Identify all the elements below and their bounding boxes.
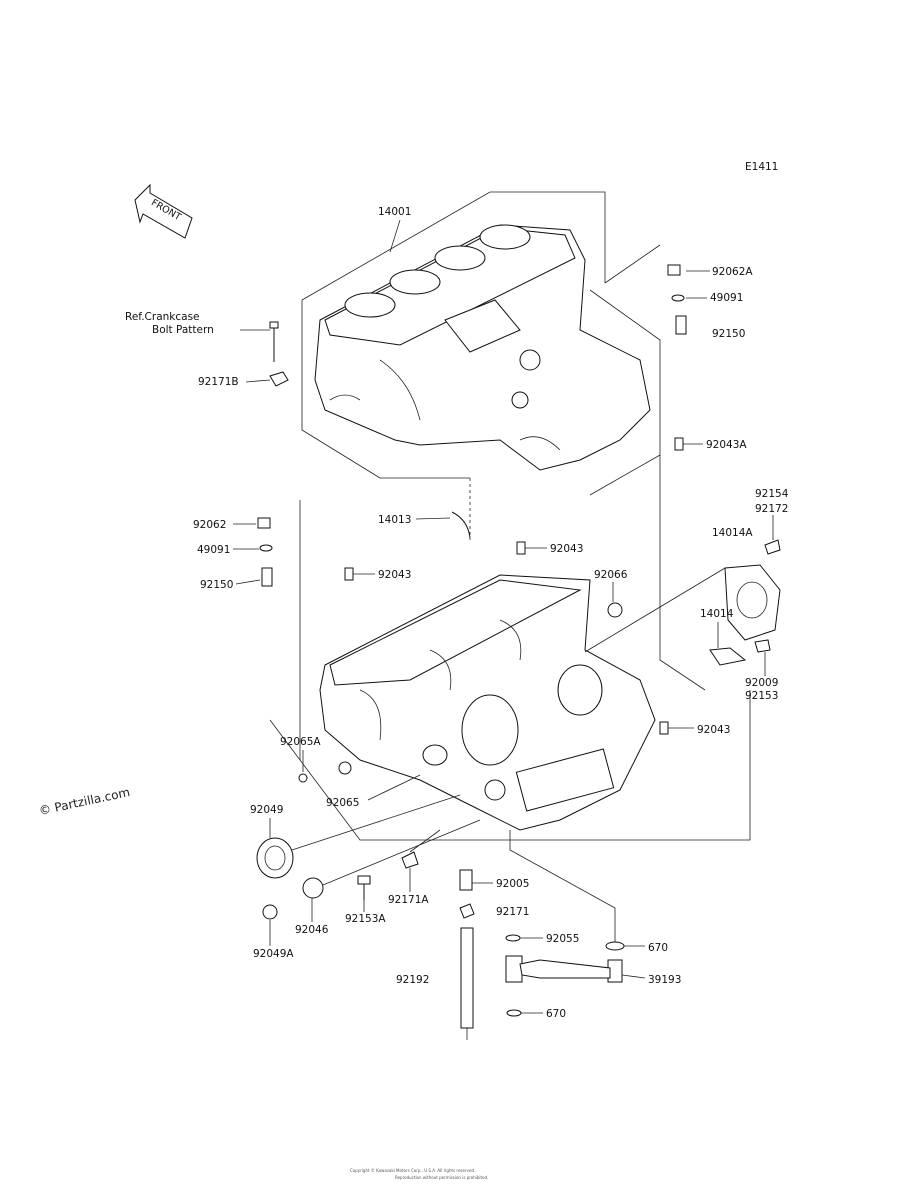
label-92171: 92171 (496, 906, 529, 918)
o-ring-icon (605, 941, 625, 951)
pipe-icon (460, 927, 474, 1029)
plug-icon (298, 773, 308, 783)
label-670-lower: 670 (546, 1008, 566, 1020)
label-92171B: 92171B (198, 376, 239, 388)
plug-icon (338, 761, 352, 775)
clamp-icon (401, 851, 419, 869)
label-92005: 92005 (496, 878, 529, 890)
label-92062A: 92062A (712, 266, 753, 278)
dowel-pin-icon (674, 437, 684, 451)
label-92046: 92046 (295, 924, 329, 936)
oil-pipe-icon (505, 955, 623, 983)
label-92066: 92066 (594, 569, 628, 581)
drain-bolt-assembly-icon (667, 264, 687, 335)
screw-icon (754, 639, 771, 653)
label-92009: 92009 (745, 677, 778, 689)
dowel-pin-icon (659, 721, 669, 735)
bolt-icon (357, 875, 371, 900)
label-14001: 14001 (378, 206, 411, 218)
label-14014A: 14014A (712, 527, 753, 539)
label-92065: 92065 (326, 797, 359, 809)
bracket-icon (709, 647, 747, 666)
label-49091-lower: 49091 (197, 544, 230, 556)
upper-group-bracket (301, 191, 606, 301)
dowel-pin-icon (516, 541, 526, 555)
label-49091-upper: 49091 (710, 292, 743, 304)
o-ring-icon (506, 1009, 522, 1017)
label-92153A: 92153A (345, 913, 386, 925)
plug-icon (607, 602, 623, 618)
label-92150-upper: 92150 (712, 328, 745, 340)
diagram-id: E1411 (745, 161, 778, 173)
label-92171A: 92171A (388, 894, 429, 906)
label-92049A: 92049A (253, 948, 294, 960)
label-670-upper: 670 (648, 942, 668, 954)
footer-line2: Reproduction without permission is prohi… (395, 1175, 488, 1180)
cover-plate-icon (724, 564, 781, 641)
label-92153: 92153 (745, 690, 778, 702)
label-92062: 92062 (193, 519, 226, 531)
label-92055: 92055 (546, 933, 579, 945)
label-92043-b: 92043 (378, 569, 411, 581)
label-92043-a: 92043 (550, 543, 583, 555)
label-92043-c: 92043 (697, 724, 730, 736)
upper-crankcase (314, 224, 651, 471)
label-39193: 39193 (648, 974, 681, 986)
seal-ring-icon (451, 511, 471, 539)
label-92043A: 92043A (706, 439, 747, 451)
lower-group-bracket (269, 690, 751, 841)
label-92065A: 92065A (280, 736, 321, 748)
dowel-pin-icon (344, 567, 354, 581)
label-14014: 14014 (700, 608, 734, 620)
label-92150-lower: 92150 (200, 579, 233, 591)
left-drain-bolt-icon (257, 517, 273, 587)
footer-line1: Copyright © Kawasaki Motors Corp., U.S.A… (350, 1168, 475, 1173)
lower-crankcase (319, 574, 656, 831)
bolt-part-icon (269, 321, 289, 387)
watermark: © Partzilla.com (38, 785, 131, 818)
ref-note-line1: Ref.Crankcase (125, 311, 200, 323)
label-92192: 92192 (396, 974, 429, 986)
o-ring-icon (505, 934, 521, 942)
label-92049: 92049 (250, 804, 283, 816)
label-92154: 92154 (755, 488, 789, 500)
oil-seal-icon (256, 837, 294, 879)
screw-icon (764, 539, 781, 555)
ref-note-line2: Bolt Pattern (152, 324, 214, 336)
label-92172: 92172 (755, 503, 788, 515)
label-14013: 14013 (378, 514, 411, 526)
clamp-icon (459, 903, 475, 919)
fitting-icon (459, 869, 473, 891)
oil-seal-icon (262, 904, 278, 920)
bearing-icon (302, 877, 324, 899)
front-arrow-icon: FRONT (134, 183, 193, 239)
